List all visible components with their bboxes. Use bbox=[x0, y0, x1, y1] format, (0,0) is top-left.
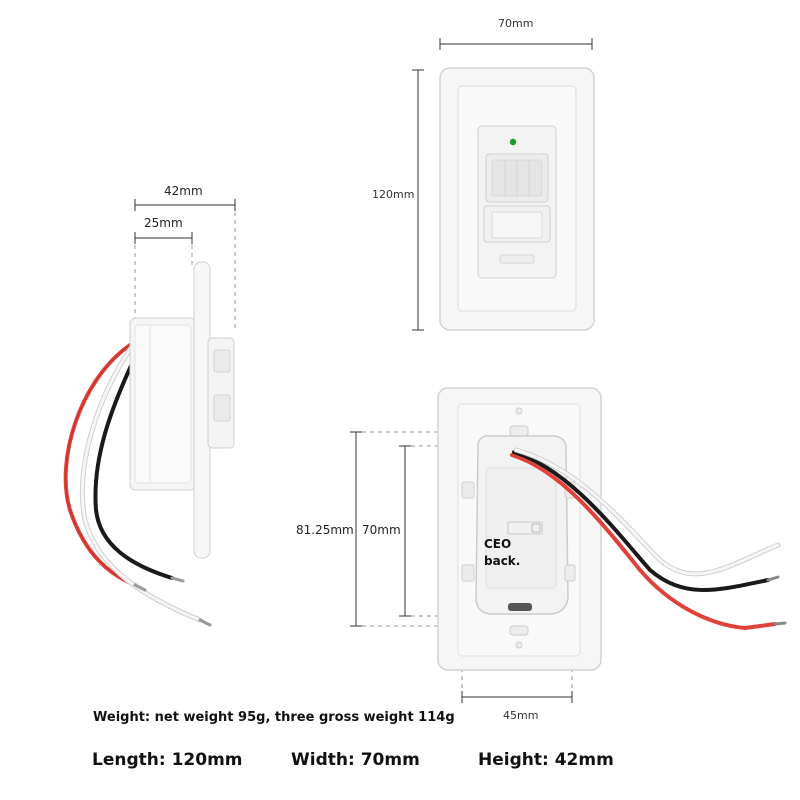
back-dimension-81mm-label: 81.25mm bbox=[296, 523, 354, 537]
front-view: 70mm 120mm bbox=[372, 17, 595, 331]
side-view: 42mm 25mm bbox=[63, 184, 236, 627]
back-wires bbox=[510, 447, 787, 630]
weight-text: Weight: net weight 95g, three gross weig… bbox=[93, 710, 455, 725]
back-dimension-45mm-label: 45mm bbox=[503, 709, 538, 722]
status-led-icon bbox=[509, 138, 517, 146]
side-dimension-42mm-label: 42mm bbox=[164, 184, 203, 198]
side-dimension-42mm bbox=[134, 199, 236, 211]
front-dimension-120mm-label: 120mm bbox=[372, 188, 414, 201]
front-dimension-120mm bbox=[412, 69, 424, 331]
front-dimension-70mm bbox=[439, 38, 593, 50]
back-label-line2: back. bbox=[484, 554, 520, 568]
back-dimension-70mm bbox=[399, 445, 411, 617]
front-dimension-70mm-label: 70mm bbox=[498, 17, 533, 30]
spec-height: Height: 42mm bbox=[478, 750, 614, 770]
side-extension-lines bbox=[134, 212, 236, 330]
side-dimension-25mm bbox=[134, 232, 193, 244]
back-dimension-70mm-label: 70mm bbox=[362, 523, 401, 537]
side-dimension-25mm-label: 25mm bbox=[144, 216, 183, 230]
back-label-line1: CEO bbox=[484, 537, 511, 551]
back-view: 81.25mm 70mm CEO back. bbox=[296, 387, 787, 722]
spec-length: Length: 120mm bbox=[92, 750, 243, 770]
side-wires bbox=[63, 342, 212, 627]
back-dimension-81mm bbox=[350, 431, 362, 627]
back-dimension-45mm bbox=[461, 691, 573, 703]
spec-width: Width: 70mm bbox=[291, 750, 420, 770]
